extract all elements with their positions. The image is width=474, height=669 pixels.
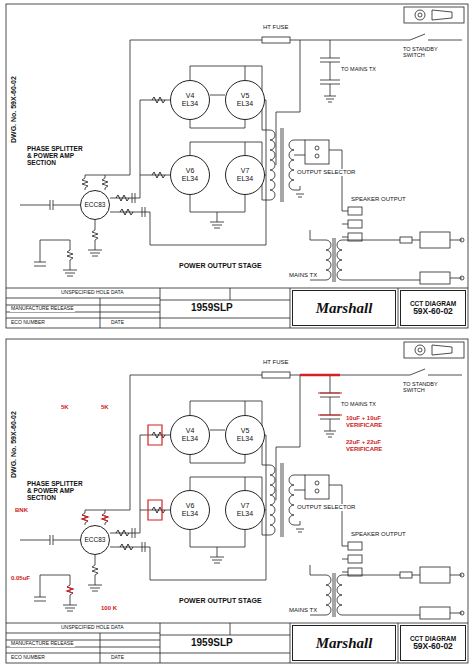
tube-label: V7 [241,502,250,510]
tube-label: ECC83 [85,536,106,543]
red-highlight [300,374,340,376]
table-cell: MANUFACTURE RELEASE [10,306,75,312]
tube-label: EL34 [237,100,253,108]
brand-logo: Marshall [316,300,373,317]
vacuum-tube: V7EL34 [225,490,265,530]
model-number: 1959SLP [190,637,234,648]
wire-note: TO MAINS TX [340,66,377,72]
table-cell: MANUFACTURE RELEASE [10,641,75,647]
part-name: SPEAKER OUTPUT [350,531,407,538]
vacuum-tube: V6EL34 [170,155,210,195]
table-cell: UNSPECIFIED HOLE DATA [60,290,125,296]
red-annotation: 100 K [100,605,118,612]
title-text: 59X-60-02 [413,642,453,651]
title-cell: CCT DIAGRAM59X-60-02 [400,290,466,326]
section-title: PHASE SPLITTER & POWER AMP SECTION [26,480,90,501]
vacuum-tube: V4EL34 [170,415,210,455]
title-text: CCT DIAGRAM [410,635,456,642]
brand-logo: Marshall [316,635,373,652]
section-title: POWER OUTPUT STAGE [178,262,263,270]
tube-label: EL34 [237,175,253,183]
red-markup-box [148,425,162,520]
section-title: POWER OUTPUT STAGE [178,597,263,605]
tube-label: EL34 [237,435,253,443]
vacuum-tube: V5EL34 [225,80,265,120]
title-text: CCT DIAGRAM [410,300,456,307]
tube-label: EL34 [182,100,198,108]
tube-label: V7 [241,167,250,175]
tube-label: V5 [241,92,250,100]
vacuum-tube: ECC83 [80,190,110,220]
vacuum-tube: ECC83 [80,525,110,555]
wire-note: TO MAINS TX [340,401,377,407]
part-name: SPEAKER OUTPUT [350,196,407,203]
tube-label: V4 [186,427,195,435]
tube-label: V4 [186,92,195,100]
table-cell: UNSPECIFIED HOLE DATA [60,625,125,631]
upper-schematic [6,4,468,328]
part-name: MAINS TX [288,607,318,614]
logo-cell: Marshall [292,290,396,326]
red-annotation: 0.05uF [10,575,31,582]
drawing-number: DWG. No. 59X-60-02 [10,411,18,480]
table-cell: ECO NUMBER [10,320,46,326]
vacuum-tube: V7EL34 [225,155,265,195]
table-cell: DATE [110,320,125,326]
part-name: MAINS TX [288,272,318,279]
title-text: 59X-60-02 [413,307,453,316]
red-annotations [67,375,342,593]
tube-label: V6 [186,502,195,510]
vacuum-tube: V4EL34 [170,80,210,120]
vacuum-tube: V6EL34 [170,490,210,530]
tube-label: V5 [241,427,250,435]
red-annotation: 22uF + 22uF VERIFICARE [345,439,397,452]
tube-label: EL34 [182,175,198,183]
section-title: PHASE SPLITTER & POWER AMP SECTION [26,145,90,166]
model-number: 1959SLP [190,302,234,313]
drawing-number: DWG. No. 59X-60-02 [10,76,18,145]
red-markup-stroke [67,393,342,593]
tube-label: ECC83 [85,201,106,208]
title-cell: CCT DIAGRAM59X-60-02 [400,625,466,661]
red-annotation: 10uF + 10uF VERIFICARE [345,415,397,428]
table-cell: ECO NUMBER [10,655,46,661]
red-annotation: 5K [100,404,110,411]
lower-schematic [6,339,468,663]
wire-note: TO STANDBY SWITCH [402,46,446,58]
part-name: HT FUSE [262,359,290,366]
table-cell: DATE [110,655,125,661]
part-name: OUTPUT SELECTOR [296,504,356,511]
logo-cell: Marshall [292,625,396,661]
part-name: HT FUSE [262,24,290,31]
tube-label: EL34 [182,435,198,443]
tube-label: EL34 [237,510,253,518]
red-annotation: BNK [14,507,29,514]
red-annotation: 5K [60,404,70,411]
tube-label: V6 [186,167,195,175]
wire-note: TO STANDBY SWITCH [402,381,446,393]
part-name: OUTPUT SELECTOR [296,169,356,176]
vacuum-tube: V5EL34 [225,415,265,455]
tube-label: EL34 [182,510,198,518]
